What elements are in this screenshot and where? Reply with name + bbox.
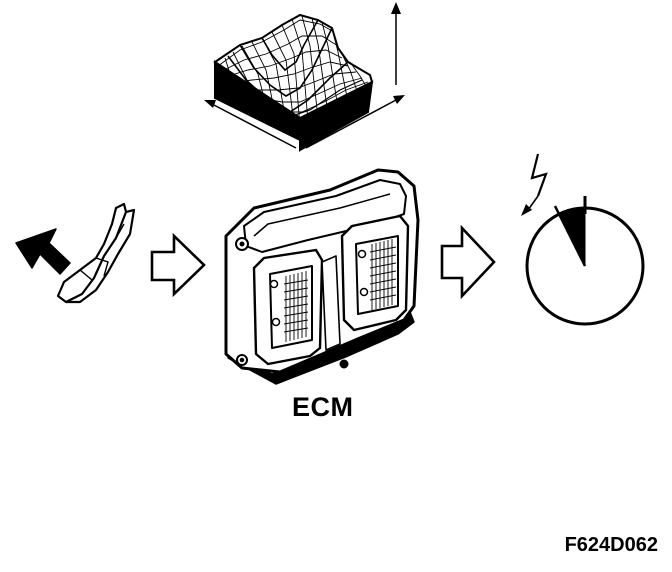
flow-arrow-in-icon (150, 232, 206, 298)
figure-id: F624D062 (564, 534, 658, 556)
ecm-label: ECM (292, 392, 354, 422)
ecm-control-module (224, 168, 420, 385)
input-sensor-icon (15, 202, 136, 304)
ignition-timing-dial-icon (521, 153, 645, 326)
map-surface-icon (204, 2, 405, 152)
flow-arrow-out-icon (440, 224, 496, 300)
